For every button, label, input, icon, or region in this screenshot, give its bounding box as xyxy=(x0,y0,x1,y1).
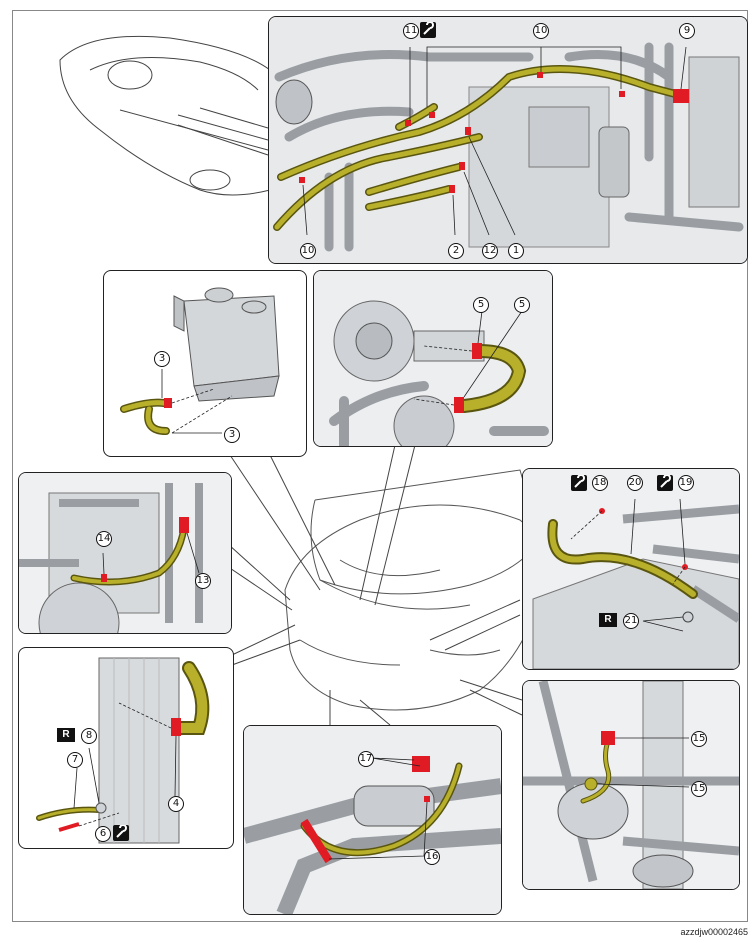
callout-15-upper: 15 xyxy=(691,731,707,747)
callout-2: 2 xyxy=(448,243,464,259)
replace-r-label: R xyxy=(57,728,75,742)
wrench-icon xyxy=(113,825,129,841)
callout-16: 16 xyxy=(424,849,440,865)
wrench-icon xyxy=(420,22,436,38)
callout-10-top: 10 xyxy=(533,23,549,39)
callout-12: 12 xyxy=(482,243,498,259)
panel-right-lower: 15 15 xyxy=(522,680,740,890)
callout-15-lower: 15 xyxy=(691,781,707,797)
right-mid-illustration xyxy=(523,469,739,669)
panel-bottom-center: 17 16 xyxy=(243,725,502,915)
panel-pump: 5 5 xyxy=(313,270,553,447)
engine-top-illustration xyxy=(269,17,747,263)
callout-10-bottom: 10 xyxy=(300,243,316,259)
callout-3-lower: 3 xyxy=(224,427,240,443)
left-mid-illustration xyxy=(19,473,231,633)
callout-9: 9 xyxy=(679,23,695,39)
bottom-center-illustration xyxy=(244,726,501,914)
callout-5-right: 5 xyxy=(514,297,530,313)
wrench-icon xyxy=(657,475,673,491)
callout-20: 20 xyxy=(627,475,643,491)
replace-r-label: R xyxy=(599,613,617,627)
callout-8: 8 xyxy=(81,728,97,744)
panel-left-lower: R 8 7 4 6 xyxy=(18,647,234,849)
callout-7: 7 xyxy=(67,752,83,768)
pump-illustration xyxy=(314,271,552,446)
left-lower-illustration xyxy=(36,657,210,844)
callout-21: 21 xyxy=(623,613,639,629)
callout-18: 18 xyxy=(592,475,608,491)
callout-14: 14 xyxy=(96,531,112,547)
right-lower-illustration xyxy=(523,681,739,889)
document-id: azzdjw00002465 xyxy=(680,927,748,937)
callout-6: 6 xyxy=(95,826,111,842)
reservoir-illustration xyxy=(120,287,280,435)
callout-11: 11 xyxy=(403,23,419,39)
callout-19: 19 xyxy=(678,475,694,491)
callout-1: 1 xyxy=(508,243,524,259)
callout-5-left: 5 xyxy=(473,297,489,313)
panel-reservoir: 3 3 xyxy=(103,270,307,457)
panel-right-mid: 18 20 19 R 21 xyxy=(522,468,740,670)
panel-engine-top: 11 10 9 10 2 12 1 xyxy=(268,16,748,264)
panel-left-mid: 14 13 xyxy=(18,472,232,634)
callout-17: 17 xyxy=(358,751,374,767)
callout-13: 13 xyxy=(195,573,211,589)
callout-3-upper: 3 xyxy=(154,351,170,367)
callout-4: 4 xyxy=(168,796,184,812)
wrench-icon xyxy=(571,475,587,491)
